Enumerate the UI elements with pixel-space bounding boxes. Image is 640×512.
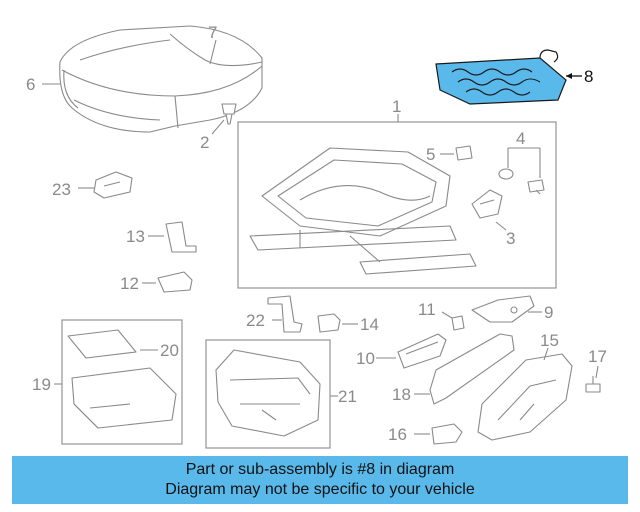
callout-2: 2 xyxy=(200,133,209,152)
part-6-cushion-pad xyxy=(63,69,79,109)
part-16-cap xyxy=(431,423,463,445)
callout-15: 15 xyxy=(540,331,559,350)
callout-5: 5 xyxy=(426,145,435,164)
part-23-sensor xyxy=(93,171,133,199)
callout-6: 6 xyxy=(26,75,35,94)
callout-11: 11 xyxy=(418,300,436,319)
part-5-clip xyxy=(455,145,473,161)
part-18-wire xyxy=(429,333,515,405)
callout-20: 20 xyxy=(160,341,179,360)
callout-10: 10 xyxy=(356,349,375,368)
callout-4: 4 xyxy=(516,129,525,148)
callout-21: 21 xyxy=(338,387,357,406)
part-9-trim xyxy=(471,295,535,323)
callout-17: 17 xyxy=(588,347,607,366)
part-21-housing xyxy=(215,349,321,437)
banner-line-2: Diagram may not be specific to your vehi… xyxy=(165,481,475,498)
part-15-side-shield xyxy=(477,353,573,441)
callout-23: 23 xyxy=(52,180,71,199)
callout-18: 18 xyxy=(392,385,411,404)
callout-3: 3 xyxy=(506,229,515,248)
callout-19: 19 xyxy=(32,375,51,394)
part-2-clip xyxy=(221,103,237,125)
callout-1: 1 xyxy=(392,97,401,116)
part-10-handle xyxy=(397,333,447,369)
part-19-tray xyxy=(71,367,177,429)
callout-16: 16 xyxy=(388,425,407,444)
callout-9: 9 xyxy=(544,303,553,322)
part-7-cushion-cover xyxy=(59,25,263,133)
part-17-screw xyxy=(585,376,601,393)
callout-8: 8 xyxy=(584,67,593,86)
part-4-fasteners xyxy=(498,168,545,195)
part-14-connector xyxy=(317,313,341,333)
part-12-cover xyxy=(157,271,193,293)
part-8-seat-heater xyxy=(435,49,567,105)
part-22-bracket xyxy=(267,295,303,333)
info-banner: Part or sub-assembly is #8 in diagram Di… xyxy=(12,456,628,504)
callout-14: 14 xyxy=(360,315,379,334)
callout-13: 13 xyxy=(126,227,145,246)
part-21-box xyxy=(205,339,331,449)
banner-line-1: Part or sub-assembly is #8 in diagram xyxy=(185,461,455,478)
part-11-clip xyxy=(451,315,465,331)
part-3-bracket xyxy=(471,189,503,219)
part-20-pad xyxy=(67,329,137,359)
part-1-frame-box xyxy=(237,121,557,289)
heater-pad xyxy=(435,57,567,105)
callout-22: 22 xyxy=(246,311,265,330)
callout-12: 12 xyxy=(120,274,139,293)
part-1-seat-frame xyxy=(249,147,477,275)
part-19-box xyxy=(61,319,183,445)
part-13-bracket xyxy=(165,221,197,253)
callout-7: 7 xyxy=(208,23,217,42)
